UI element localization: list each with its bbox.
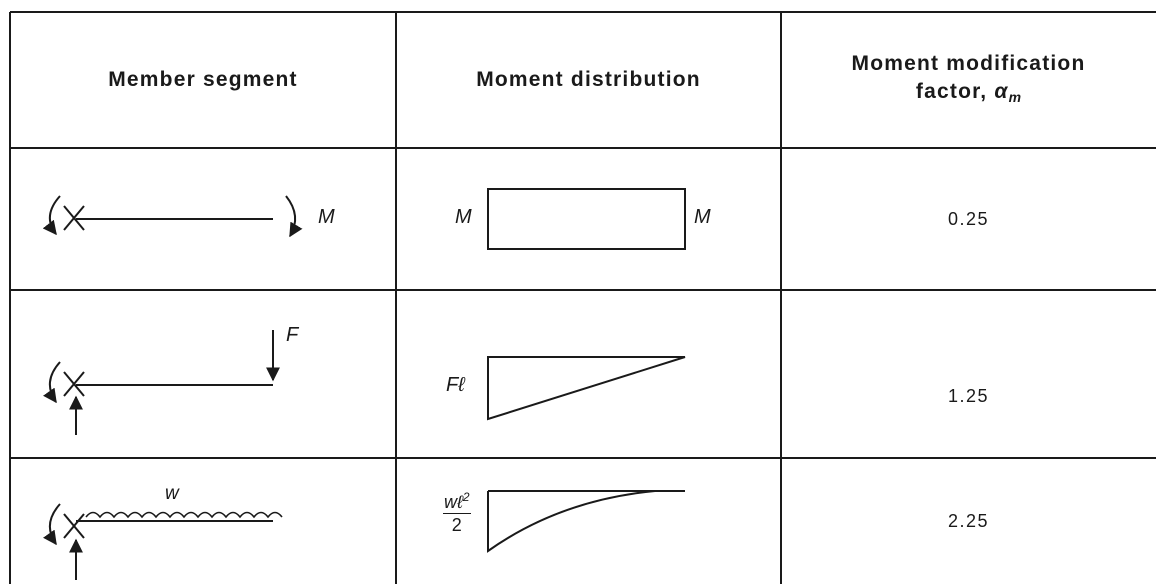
- row2-factor-cell: 1.25: [781, 290, 1156, 502]
- row1-dist-left-label: M: [455, 206, 472, 228]
- row1-uniform-moment-rect: [487, 188, 686, 250]
- row1-member-diagram: [42, 195, 303, 238]
- header-factor-text: factor,: [915, 79, 995, 103]
- row3-distribution: [487, 490, 685, 553]
- row3-dist-numerator: wℓ2: [443, 486, 471, 514]
- row3-factor-value: 2.25: [947, 510, 990, 531]
- header-moment-distribution: Moment distribution: [396, 12, 781, 148]
- row1-distribution: [487, 188, 686, 250]
- row2-member-diagram: [43, 330, 280, 435]
- row3-left-moment-arrow: [43, 503, 61, 546]
- row2-factor-value: 1.25: [947, 385, 990, 406]
- row3-member-diagram: [43, 503, 283, 580]
- row3-dist-fraction: wℓ2 2: [443, 486, 471, 536]
- row1-factor-cell: 0.25: [781, 148, 1156, 290]
- row1-left-moment-arrow: [42, 195, 61, 236]
- header-moment-distribution-text: Moment distribution: [476, 68, 701, 91]
- header-factor-line2: factor, αm: [916, 78, 1021, 111]
- row3-fixed-support-cross-b: [63, 513, 85, 539]
- row3-dist-denominator: 2: [451, 515, 462, 535]
- row3-distributed-load-wave: [85, 511, 283, 519]
- row2-left-moment-arrow: [43, 361, 61, 404]
- row3-dist-numerator-text: wℓ: [444, 492, 463, 512]
- header-factor-line1: Moment modification: [851, 51, 1086, 75]
- row3-factor-cell: 2.25: [781, 458, 1156, 584]
- row2-force-label: F: [286, 324, 299, 346]
- header-moment-factor: Moment modification factor, αm: [781, 12, 1156, 148]
- row2-fixed-support-cross-b: [63, 371, 85, 397]
- header-member-segment-text: Member segment: [108, 68, 298, 91]
- row2-triangular-moment: [487, 356, 686, 421]
- header-factor-subscript: m: [1008, 88, 1022, 105]
- header-member-segment: Member segment: [10, 12, 396, 148]
- row3-dist-power: 2: [462, 490, 470, 504]
- row2-dist-left-label: Fℓ: [446, 374, 465, 396]
- row1-fixed-support-cross-b: [63, 205, 85, 231]
- row3-load-label: w: [165, 483, 179, 504]
- header-factor-symbol: α: [994, 79, 1009, 103]
- row1-right-moment-arrow: [285, 195, 303, 238]
- row3-parabolic-moment: [487, 490, 685, 553]
- row1-factor-value: 0.25: [947, 208, 990, 229]
- row2-distribution: [487, 356, 686, 421]
- row1-dist-right-label: M: [694, 206, 711, 228]
- row1-moment-label: M: [318, 206, 335, 228]
